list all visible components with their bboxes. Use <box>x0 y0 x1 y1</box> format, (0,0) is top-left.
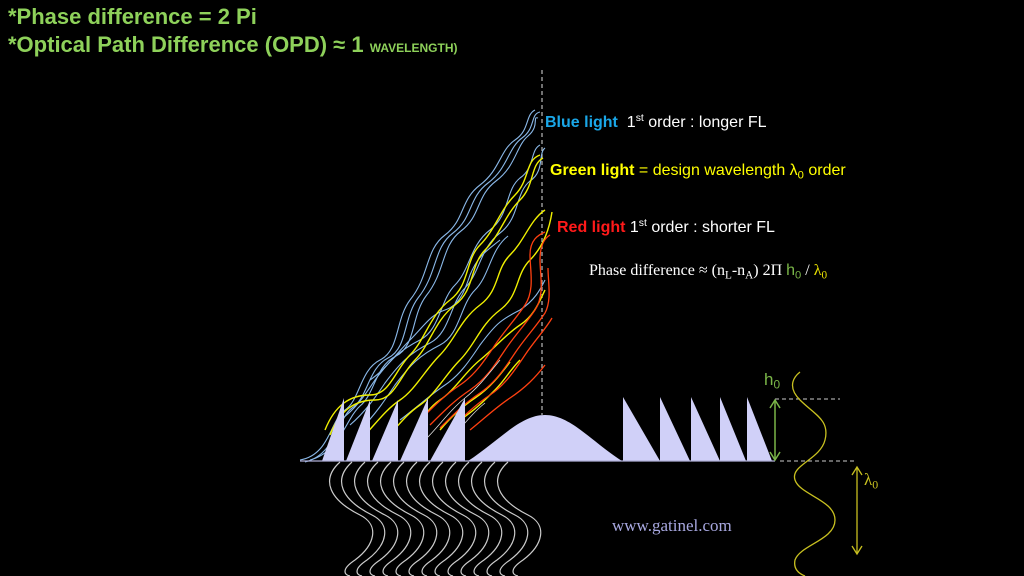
formula-h0: h0 <box>786 262 802 282</box>
red-wavefronts <box>419 231 553 431</box>
red-order-sup: st <box>638 218 647 229</box>
green-light-sub: 0 <box>797 169 804 182</box>
title-opd-small: WAVELENGTH) <box>369 41 458 55</box>
red-order-text: order : shorter FL <box>646 219 775 237</box>
title-phase-difference: *Phase difference = 2 Pi <box>8 4 257 29</box>
refractive-lens-zone <box>468 415 622 461</box>
wavelength-sine <box>791 371 836 576</box>
h0-label: h0 <box>764 370 781 392</box>
blue-order-text: order : longer FL <box>643 114 767 132</box>
label-green-light: Green light = design wavelength λ0 order <box>550 162 846 181</box>
red-order-num: 1 <box>625 219 639 237</box>
diffractive-teeth-left <box>322 398 465 461</box>
red-light-name: Red light <box>557 219 626 237</box>
blue-light-name: Blue light <box>545 114 618 132</box>
green-light-order: order <box>803 162 846 179</box>
lambda0-arrow <box>851 465 863 556</box>
formula-after: ) 2Π <box>753 262 787 279</box>
formula-sub-l: L <box>724 269 732 282</box>
blue-order-sup: st <box>635 113 644 124</box>
watermark-url: www.gatinel.com <box>612 516 732 535</box>
lambda0-label: λ0 <box>864 470 879 492</box>
formula-lambda0: λ0 <box>813 262 828 282</box>
formula-slash: / <box>801 262 814 279</box>
formula-sub-a: A <box>745 269 754 282</box>
incident-wavefronts <box>329 461 542 576</box>
phase-difference-formula: Phase difference ≈ (nL-nA) 2Π h0 / λ0 <box>589 262 827 281</box>
green-light-name: Green light <box>550 162 635 179</box>
formula-prefix: Phase difference ≈ (n <box>589 262 725 279</box>
h0-arrow <box>769 398 781 462</box>
title-opd: *Optical Path Difference (OPD) ≈ 1 WAVEL… <box>8 32 458 58</box>
blue-order-num: 1 <box>626 114 636 132</box>
title-opd-main: *Optical Path Difference (OPD) ≈ 1 <box>8 32 370 57</box>
label-red-light: Red light 1st order : shorter FL <box>557 218 775 237</box>
formula-mid: -n <box>731 262 746 279</box>
green-light-text: = design wavelength λ <box>634 162 798 179</box>
diffractive-teeth-right <box>623 397 772 461</box>
label-blue-light: Blue light 1st order : longer FL <box>545 113 767 132</box>
